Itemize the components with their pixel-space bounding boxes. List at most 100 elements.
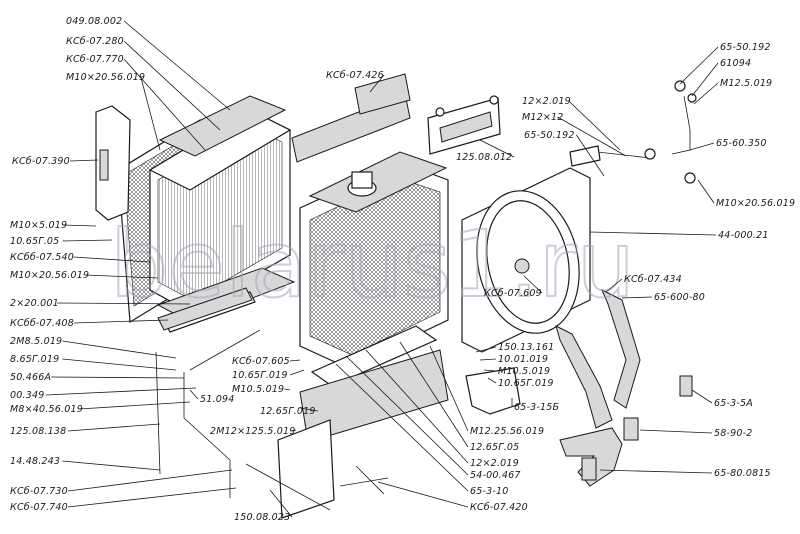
leader-line: [475, 346, 497, 353]
leader-line: [691, 62, 719, 97]
leader-line: [483, 369, 497, 372]
leader-line: [62, 224, 97, 227]
part-label: КСб-07.740: [10, 502, 68, 513]
part-label: 54-00.467: [470, 470, 521, 481]
leader-line: [51, 376, 185, 379]
leader-line: [605, 278, 623, 293]
part-label: 65-3-15Б: [514, 402, 559, 413]
leader-line: [345, 355, 469, 476]
part-label: М10.5.019: [498, 366, 550, 377]
leader-line: [123, 20, 231, 111]
leader-line: [693, 82, 719, 105]
part-label: М10.5.019: [232, 384, 284, 395]
part-label: М10×20.56.019: [10, 270, 89, 281]
part-label: 44-000.21: [718, 230, 769, 241]
leader-line: [697, 179, 715, 204]
leader-line: [290, 429, 297, 432]
part-label: 2М12×125.5.019: [210, 426, 295, 437]
part-label: 65-80.0815: [714, 468, 771, 479]
leader-line: [67, 423, 161, 432]
lower-left-parts: [155, 287, 389, 511]
part-labels: 049.08.002КСб-07.280КСб-07.770М10×20.56.…: [10, 16, 795, 523]
part-label: 2×20.001: [10, 298, 59, 309]
part-label: 65-50.192: [720, 42, 771, 53]
part-label: КСб-07.730: [10, 486, 68, 497]
leader-line: [689, 142, 715, 151]
leader-line: [45, 387, 197, 396]
leader-line: [67, 487, 237, 508]
part-label: 58-90-2: [714, 428, 752, 439]
leader-line: [73, 319, 169, 324]
leader-line: [62, 239, 113, 242]
leader-line: [289, 359, 301, 362]
part-label: 65-600-80: [654, 292, 705, 303]
part-label: 65-60.350: [716, 138, 767, 149]
part-label: 65-3-10: [470, 486, 508, 497]
part-label: 12.65Г.019: [260, 406, 316, 417]
leader-line: [487, 377, 497, 384]
part-label: 2М8.5.019: [10, 336, 62, 347]
linkage-rods: [569, 80, 697, 184]
part-label: КСб-07.426: [326, 70, 384, 81]
part-label: 125.08.012: [456, 152, 512, 163]
part-label: 00.349: [10, 390, 44, 401]
part-label: 65-3-5А: [714, 398, 753, 409]
part-label: 10.65Г.019: [498, 378, 554, 389]
leader-line: [269, 489, 293, 518]
leader-line: [84, 274, 159, 279]
part-label: М12.5.019: [720, 78, 772, 89]
leader-line: [62, 460, 161, 471]
leader-line: [365, 349, 469, 464]
leader-line: [639, 429, 713, 434]
leader-line: [377, 481, 469, 508]
leader-line: [429, 345, 469, 432]
part-label: 65-50.192: [524, 130, 575, 141]
leader-line: [289, 369, 305, 376]
part-label: М10×20.56.019: [716, 198, 795, 209]
part-label: 150.08.023: [234, 512, 290, 523]
leader-line: [479, 358, 497, 361]
leader-line: [599, 469, 713, 474]
part-label: 8.65Г.019: [10, 354, 59, 365]
leader-line: [67, 469, 233, 492]
part-label: М10×20.56.019: [66, 72, 145, 83]
watermark: belarus1.ru: [110, 211, 635, 318]
center-radiator-assembly: [277, 151, 449, 519]
clamp-part: [465, 367, 521, 415]
part-label: 12×2.019: [470, 458, 519, 469]
leader-line: [479, 139, 515, 158]
leader-line: [123, 58, 206, 151]
leader-line: [284, 388, 291, 391]
leader-line: [140, 76, 161, 151]
part-label: КСб-07.605: [232, 356, 290, 367]
part-label: КСб-07.390: [12, 156, 70, 167]
leader-lines: [45, 20, 719, 518]
part-label: 125.08.138: [10, 426, 66, 437]
part-label: КСб-07.280: [66, 36, 124, 47]
part-label: 12.65Г.05: [470, 442, 519, 453]
leader-line: [56, 302, 191, 305]
part-label: 14.48.243: [10, 456, 60, 467]
part-label: 049.08.002: [66, 16, 122, 27]
leader-line: [679, 46, 719, 85]
fan-shroud-assembly: [461, 167, 591, 353]
leader-line: [369, 74, 385, 93]
leader-line: [568, 100, 621, 151]
leader-line: [557, 116, 627, 157]
leader-line: [69, 159, 99, 162]
part-label: М10×5.019: [10, 220, 67, 231]
part-label: 10.01.019: [498, 354, 548, 365]
part-label: 12×2.019: [522, 96, 571, 107]
part-label: М8×40.56.019: [10, 404, 83, 415]
leader-line: [62, 340, 177, 359]
leader-line: [523, 275, 543, 294]
part-label: 10.65Г.05: [10, 236, 59, 247]
leader-line: [73, 256, 151, 263]
leader-line: [79, 401, 191, 410]
leader-line: [62, 358, 177, 371]
plate-part: [291, 73, 411, 163]
leader-line: [691, 389, 713, 404]
part-label: 10.65Г.019: [232, 370, 288, 381]
part-label: КСб-07.420: [470, 502, 528, 513]
part-label: 61094: [720, 58, 751, 69]
